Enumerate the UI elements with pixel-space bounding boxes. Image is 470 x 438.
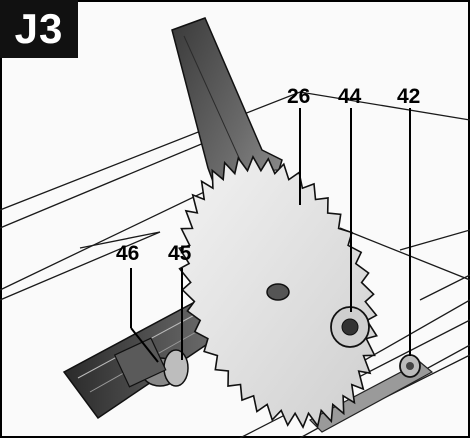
callout-26: 26 <box>287 85 311 108</box>
leader-lines <box>130 108 411 363</box>
callout-46: 46 <box>116 242 140 265</box>
arbor-nut <box>399 354 421 378</box>
callout-44: 44 <box>338 85 362 108</box>
leader-46-b <box>130 327 159 363</box>
figure-badge: J3 <box>0 0 78 58</box>
arbor-assembly <box>113 337 189 388</box>
callout-45: 45 <box>168 242 192 265</box>
arbor-hole <box>266 283 290 301</box>
flange-washer <box>330 306 370 348</box>
callout-42: 42 <box>397 85 421 108</box>
